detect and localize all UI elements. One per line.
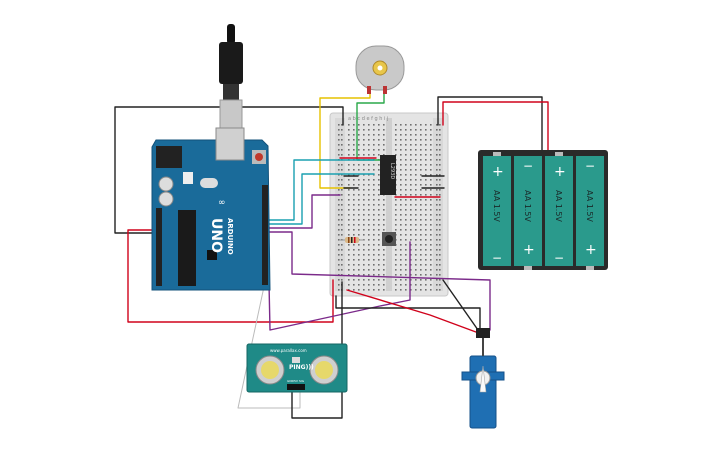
battery-plus-sign: + <box>523 242 535 258</box>
battery-plus-sign: + <box>554 164 566 180</box>
resistor[interactable] <box>340 237 364 243</box>
wire-black-battery[interactable] <box>437 96 543 153</box>
sensor-pin-5v: 5V <box>294 379 299 383</box>
battery-cell-label: AA 1.5V <box>523 190 532 222</box>
battery-cell: AA 1.5V + − <box>545 152 573 266</box>
battery-cell-label: AA 1.5V <box>554 190 563 222</box>
wire-purple-3[interactable] <box>267 235 411 331</box>
breadboard-column-letters: a b c d e f g h i j <box>348 116 388 122</box>
atmega-chip <box>178 210 196 286</box>
wire-red-battery[interactable] <box>442 101 549 153</box>
battery-minus-sign: − <box>554 251 564 265</box>
sensor-name: PING))) <box>289 364 314 371</box>
sensor-pin-gnd: GND <box>287 379 295 383</box>
breadboard[interactable]: a b c d e f g h i j <box>329 112 449 297</box>
battery-plus-sign: + <box>492 164 504 180</box>
wire-purple-2[interactable] <box>267 231 491 331</box>
battery-cell: AA 1.5V + − <box>483 152 511 266</box>
usb-cable <box>219 24 243 129</box>
wire-black-servo-2[interactable] <box>442 279 479 331</box>
battery-cell: AA 1.5V + − <box>514 156 542 270</box>
servo-motor[interactable] <box>461 328 505 429</box>
wire-teal-2[interactable] <box>267 173 375 225</box>
ultrasonic-sensor[interactable]: www.parallax.com PING))) GND 5V SIG <box>246 343 348 393</box>
wire-red-servo[interactable] <box>346 289 485 336</box>
sensor-pin-sig: SIG <box>299 379 305 383</box>
arduino-model: UNO <box>208 218 224 253</box>
arduino-uno[interactable]: ARDUINO UNO ∞ <box>151 127 271 291</box>
ic-label: L293D <box>389 163 395 179</box>
wire-teal-1[interactable] <box>267 159 375 221</box>
battery-pack: AA 1.5V + − AA 1.5V + − AA 1.5V + − AA 1.5V + − <box>478 150 608 270</box>
push-button[interactable] <box>382 232 396 246</box>
battery-minus-sign: − <box>523 159 533 173</box>
battery-cell-label: AA 1.5V <box>585 190 594 222</box>
wire-yellow[interactable] <box>319 91 371 189</box>
l293d-ic[interactable]: L293D <box>380 155 396 195</box>
digital-header[interactable] <box>262 185 268 285</box>
wire-black[interactable] <box>114 106 344 234</box>
arduino-logo-text: ARDUINO <box>226 218 234 255</box>
battery-minus-sign: − <box>585 159 595 173</box>
wire-red[interactable] <box>127 229 334 323</box>
power-analog-header[interactable] <box>156 208 162 286</box>
battery-minus-sign: − <box>492 251 502 265</box>
infinity-logo-icon: ∞ <box>218 198 226 208</box>
wire-purple-1[interactable] <box>267 194 341 229</box>
battery-cell-label: AA 1.5V <box>492 190 501 222</box>
wires <box>114 91 549 419</box>
breadboard-holes <box>338 124 441 291</box>
battery-plus-sign: + <box>585 242 597 258</box>
battery-cell: AA 1.5V + − <box>576 156 604 270</box>
dc-motor[interactable] <box>355 45 405 94</box>
sensor-brand: www.parallax.com <box>270 348 307 353</box>
wire-gray-sensor[interactable] <box>237 267 301 409</box>
